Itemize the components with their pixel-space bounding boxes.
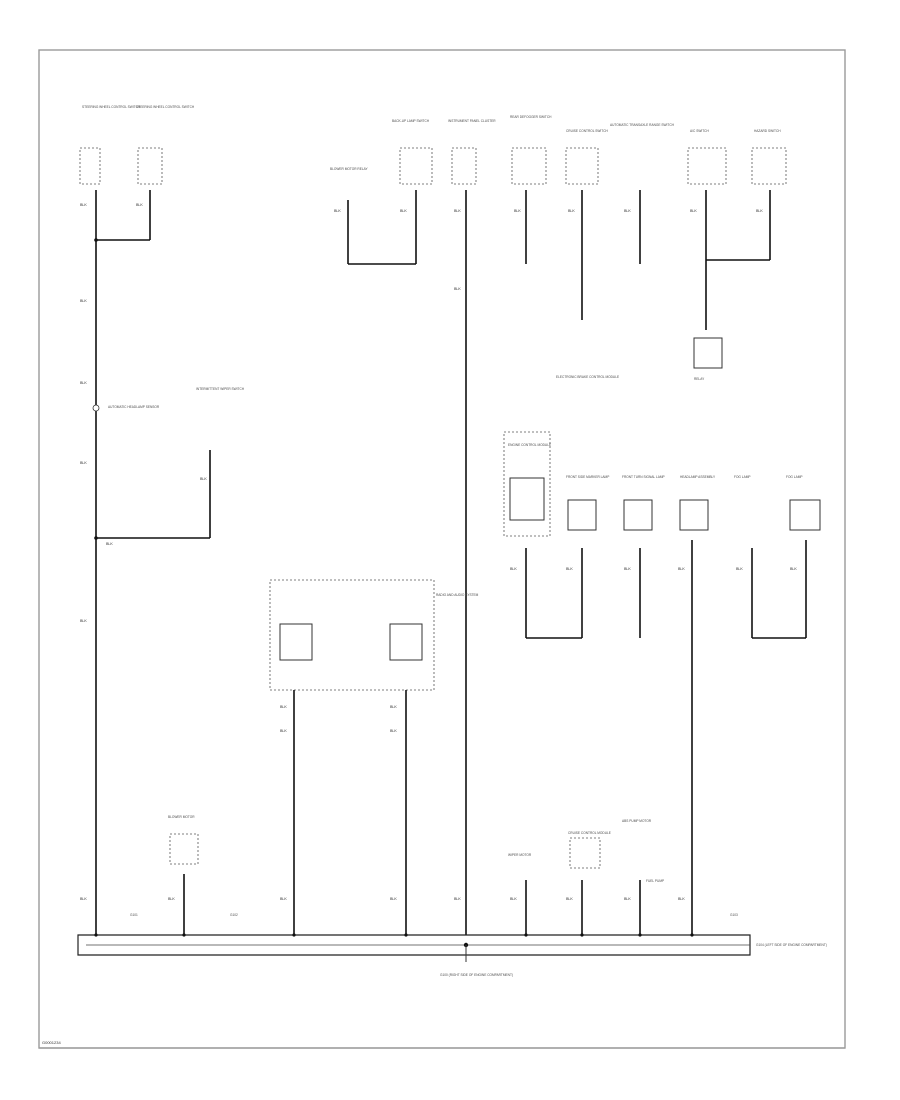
radio-group-label: RADIO AND AUDIO SYSTEM xyxy=(436,593,479,597)
switch-top-7: A/C SWITCH xyxy=(687,129,727,185)
svg-text:BLK: BLK xyxy=(756,209,763,213)
ground-bus xyxy=(77,934,751,956)
switch-top-8-label: HAZARD SWITCH xyxy=(754,129,781,133)
svg-text:BLK: BLK xyxy=(390,897,397,901)
switch-top-6: AUTOMATIC TRANSAXLE RANGE SWITCH xyxy=(610,123,675,127)
relay-top-1-label: BLOWER MOTOR RELAY xyxy=(330,167,368,171)
fuel-pump-label: FUEL PUMP xyxy=(646,879,664,883)
svg-text:BLK: BLK xyxy=(624,209,631,213)
svg-text:BLK: BLK xyxy=(136,203,143,207)
blower-motor: BLOWER MOTOR xyxy=(168,815,199,865)
switch-left-1-label: STEERING WHEEL CONTROL SWITCH xyxy=(82,105,141,109)
svg-text:BLK: BLK xyxy=(280,897,287,901)
right-comp-4: FOG LAMP xyxy=(734,475,750,479)
ecm-box xyxy=(503,431,551,537)
svg-text:BLK: BLK xyxy=(454,287,461,291)
svg-text:BLK: BLK xyxy=(510,567,517,571)
right-comp-5: FOG LAMP xyxy=(786,475,821,531)
svg-text:BLK: BLK xyxy=(400,209,407,213)
switch-left-1: STEERING WHEEL CONTROL SWITCH xyxy=(79,105,141,185)
svg-text:BLK: BLK xyxy=(200,477,207,481)
svg-text:BLK: BLK xyxy=(690,209,697,213)
svg-text:BLK: BLK xyxy=(280,729,287,733)
svg-text:BLK: BLK xyxy=(514,209,521,213)
svg-text:BLK: BLK xyxy=(678,897,685,901)
footer-code: G0001234 xyxy=(42,1040,61,1045)
right-comp-4-label: FOG LAMP xyxy=(734,475,750,479)
ground-g102-label: G102 xyxy=(230,913,238,917)
svg-text:BLK: BLK xyxy=(80,897,87,901)
ground-center-label: G100 (RIGHT SIDE OF ENGINE COMPARTMENT) xyxy=(440,973,513,977)
svg-text:BLK: BLK xyxy=(80,381,87,385)
switch-top-6-label: AUTOMATIC TRANSAXLE RANGE SWITCH xyxy=(610,123,675,127)
switch-top-4: REAR DEFOGGER SWITCH xyxy=(510,115,552,185)
wiper-motor-label: WIPER MOTOR xyxy=(508,853,532,857)
svg-text:BLK: BLK xyxy=(624,567,631,571)
switch-top-4-label: REAR DEFOGGER SWITCH xyxy=(510,115,552,119)
svg-text:BLK: BLK xyxy=(790,567,797,571)
ground-g103-label: G103 xyxy=(730,913,738,917)
right-comp-3-label: HEADLAMP ASSEMBLY xyxy=(680,475,716,479)
svg-text:BLK: BLK xyxy=(334,209,341,213)
right-comp-2: FRONT TURN SIGNAL LAMP xyxy=(622,475,665,531)
svg-text:BLK: BLK xyxy=(80,299,87,303)
abs-motor: ABS PUMP MOTOR xyxy=(622,819,652,823)
right-comp-2-label: FRONT TURN SIGNAL LAMP xyxy=(622,475,665,479)
svg-text:BLK: BLK xyxy=(678,567,685,571)
svg-text:BLK: BLK xyxy=(510,897,517,901)
right-comp-5-label: FOG LAMP xyxy=(786,475,802,479)
switch-top-8: HAZARD SWITCH xyxy=(751,129,787,185)
ecm-label: ENGINE CONTROL MODULE xyxy=(508,443,551,447)
right-comp-1-label: FRONT SIDE MARKER LAMP xyxy=(566,475,609,479)
wiper-motor: WIPER MOTOR xyxy=(508,853,532,857)
switch-top-5-label: CRUISE CONTROL SWITCH xyxy=(566,129,609,133)
ground-g101-label: G101 xyxy=(130,913,138,917)
svg-text:BLK: BLK xyxy=(454,209,461,213)
headlamp-sensor: AUTOMATIC HEADLAMP SENSOR xyxy=(92,404,160,412)
diagram-frame xyxy=(38,49,846,1049)
svg-text:BLK: BLK xyxy=(80,461,87,465)
relay-top-1: BLOWER MOTOR RELAY xyxy=(330,167,368,171)
headlamp-sensor-label: AUTOMATIC HEADLAMP SENSOR xyxy=(108,405,160,409)
blower-motor-label: BLOWER MOTOR xyxy=(168,815,195,819)
switch-top-2: BACK-UP LAMP SWITCH xyxy=(392,119,433,185)
svg-text:BLK: BLK xyxy=(168,897,175,901)
svg-text:BLK: BLK xyxy=(736,567,743,571)
svg-text:BLK: BLK xyxy=(80,619,87,623)
svg-text:BLK: BLK xyxy=(80,203,87,207)
svg-text:BLK: BLK xyxy=(280,705,287,709)
switch-top-5: CRUISE CONTROL SWITCH xyxy=(565,129,609,185)
relay-right-label: RELAY xyxy=(694,377,705,381)
svg-text:BLK: BLK xyxy=(568,209,575,213)
svg-text:BLK: BLK xyxy=(454,897,461,901)
ground-right-label: G104 (LEFT SIDE OF ENGINE COMPARTMENT) xyxy=(756,943,827,947)
relay-right xyxy=(693,337,723,369)
cruise-module: CRUISE CONTROL MODULE xyxy=(568,831,611,869)
svg-text:BLK: BLK xyxy=(566,897,573,901)
svg-text:BLK: BLK xyxy=(624,897,631,901)
cluster-top-3: INSTRUMENT PANEL CLUSTER xyxy=(448,119,496,185)
abs-motor-label: ABS PUMP MOTOR xyxy=(622,819,652,823)
cluster-top-3-label: INSTRUMENT PANEL CLUSTER xyxy=(448,119,496,123)
svg-text:BLK: BLK xyxy=(390,729,397,733)
ebcm-label: ELECTRONIC BRAKE CONTROL MODULE xyxy=(556,375,619,379)
svg-text:BLK: BLK xyxy=(566,567,573,571)
svg-text:BLK: BLK xyxy=(106,542,113,546)
wiper-switch-label: INTERMITTENT WIPER SWITCH xyxy=(196,387,245,391)
cruise-module-label: CRUISE CONTROL MODULE xyxy=(568,831,611,835)
switch-top-7-label: A/C SWITCH xyxy=(690,129,709,133)
switch-left-2: STEERING WHEEL CONTROL SWITCH xyxy=(136,105,195,185)
right-comp-1: FRONT SIDE MARKER LAMP xyxy=(566,475,609,531)
radio-group-box xyxy=(269,579,435,691)
switch-top-2-label: BACK-UP LAMP SWITCH xyxy=(392,119,430,123)
right-comp-3: HEADLAMP ASSEMBLY xyxy=(679,475,716,531)
switch-left-2-label: STEERING WHEEL CONTROL SWITCH xyxy=(136,105,195,109)
svg-text:BLK: BLK xyxy=(390,705,397,709)
fuel-pump: FUEL PUMP xyxy=(646,879,664,883)
